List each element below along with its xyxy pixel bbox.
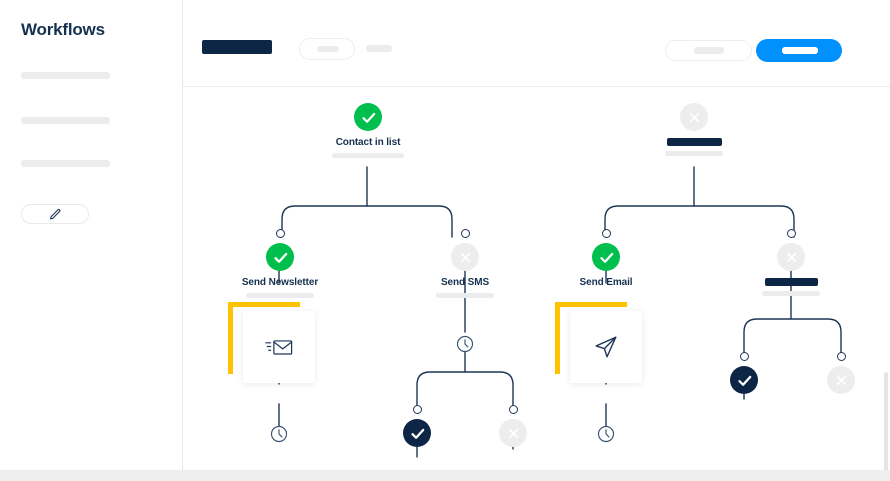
branch-sms-no[interactable] <box>499 405 527 447</box>
sidebar: Workflows <box>0 0 183 481</box>
branch-right-no[interactable] <box>827 352 855 394</box>
connector-dot <box>786 229 796 238</box>
tab-pill-label-redacted <box>317 46 339 52</box>
node-label-redacted <box>666 138 722 146</box>
node-sublabel-redacted <box>762 291 820 296</box>
node-sublabel-redacted <box>665 151 723 156</box>
status-check-icon <box>403 419 431 447</box>
card-newsletter[interactable] <box>228 302 315 383</box>
envelope-send-icon <box>265 336 293 358</box>
node-sublabel-redacted <box>436 293 494 298</box>
delay-node-sms[interactable] <box>455 334 475 354</box>
main-panel: Contact in list <box>183 0 890 481</box>
status-check-icon <box>266 243 294 271</box>
connector-dot <box>508 405 518 414</box>
vertical-scrollbar-thumb[interactable] <box>884 372 888 481</box>
edit-button[interactable] <box>21 204 89 224</box>
pencil-icon <box>49 208 62 221</box>
branch-right-yes[interactable] <box>730 352 758 394</box>
connector-dot <box>460 229 470 238</box>
sidebar-item-placeholder-2[interactable] <box>21 117 110 124</box>
node-send-sms[interactable]: Send SMS <box>427 229 503 298</box>
sidebar-item-placeholder-1[interactable] <box>21 72 110 79</box>
workflow-canvas[interactable]: Contact in list <box>183 87 890 481</box>
primary-button-label-redacted <box>782 47 818 54</box>
node-label: Contact in list <box>335 137 401 148</box>
node-label: Send Email <box>579 277 633 288</box>
node-right-branch-redacted[interactable] <box>753 229 829 296</box>
delay-node-newsletter[interactable] <box>269 424 289 444</box>
workflow-name-redacted[interactable] <box>202 40 272 54</box>
node-label: Send SMS <box>440 277 490 288</box>
delay-node-email[interactable] <box>596 424 616 444</box>
card-accent-bar <box>555 302 627 374</box>
branch-sms-yes[interactable] <box>403 405 431 447</box>
status-check-icon <box>354 103 382 131</box>
node-sublabel-redacted <box>332 153 404 158</box>
status-close-icon <box>680 103 708 131</box>
node-top-right-redacted[interactable] <box>657 103 731 156</box>
tab-plain-label-redacted[interactable] <box>366 45 392 52</box>
toolbar <box>183 0 890 87</box>
node-contact-in-list[interactable]: Contact in list <box>331 103 405 158</box>
card-email[interactable] <box>555 302 642 383</box>
status-close-icon <box>451 243 479 271</box>
sidebar-item-placeholder-3[interactable] <box>21 160 110 167</box>
card-accent-bar <box>228 302 300 374</box>
connector-dot <box>739 352 749 361</box>
secondary-button-label-redacted <box>694 47 724 54</box>
connector-dot <box>601 229 611 238</box>
node-label: Send Newsletter <box>241 277 319 288</box>
connector-dot <box>412 405 422 414</box>
status-check-icon <box>592 243 620 271</box>
status-check-icon <box>730 366 758 394</box>
horizontal-scrollbar[interactable] <box>0 470 890 481</box>
connector-dot <box>275 229 285 238</box>
paper-plane-icon <box>593 334 619 360</box>
node-send-email[interactable]: Send Email <box>568 229 644 288</box>
node-send-newsletter[interactable]: Send Newsletter <box>236 229 324 298</box>
status-close-icon <box>777 243 805 271</box>
status-close-icon <box>827 366 855 394</box>
page-title: Workflows <box>21 20 105 39</box>
status-close-icon <box>499 419 527 447</box>
connector-dot <box>836 352 846 361</box>
node-label-redacted <box>764 278 818 286</box>
node-sublabel-redacted <box>246 293 314 298</box>
